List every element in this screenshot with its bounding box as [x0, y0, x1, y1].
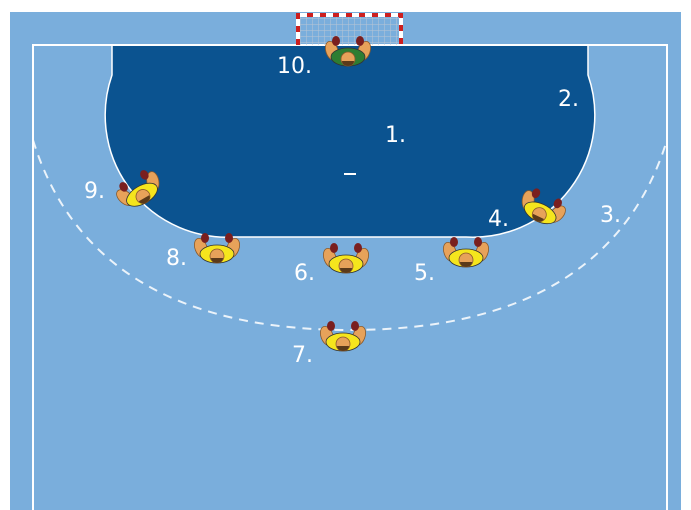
zone-label-1: 1. [385, 123, 406, 148]
goal [298, 15, 401, 45]
zone-label-5: 5. [414, 261, 435, 286]
zone-label-8: 8. [166, 246, 187, 271]
zone-label-9: 9. [84, 179, 105, 204]
zone-label-10: 10. [277, 54, 312, 79]
zone-label-3: 3. [600, 203, 621, 228]
zone-label-4: 4. [488, 207, 509, 232]
zone-label-2: 2. [558, 87, 579, 112]
goal-area [105, 45, 595, 237]
zone-label-7: 7. [292, 343, 313, 368]
zone-label-6: 6. [294, 261, 315, 286]
